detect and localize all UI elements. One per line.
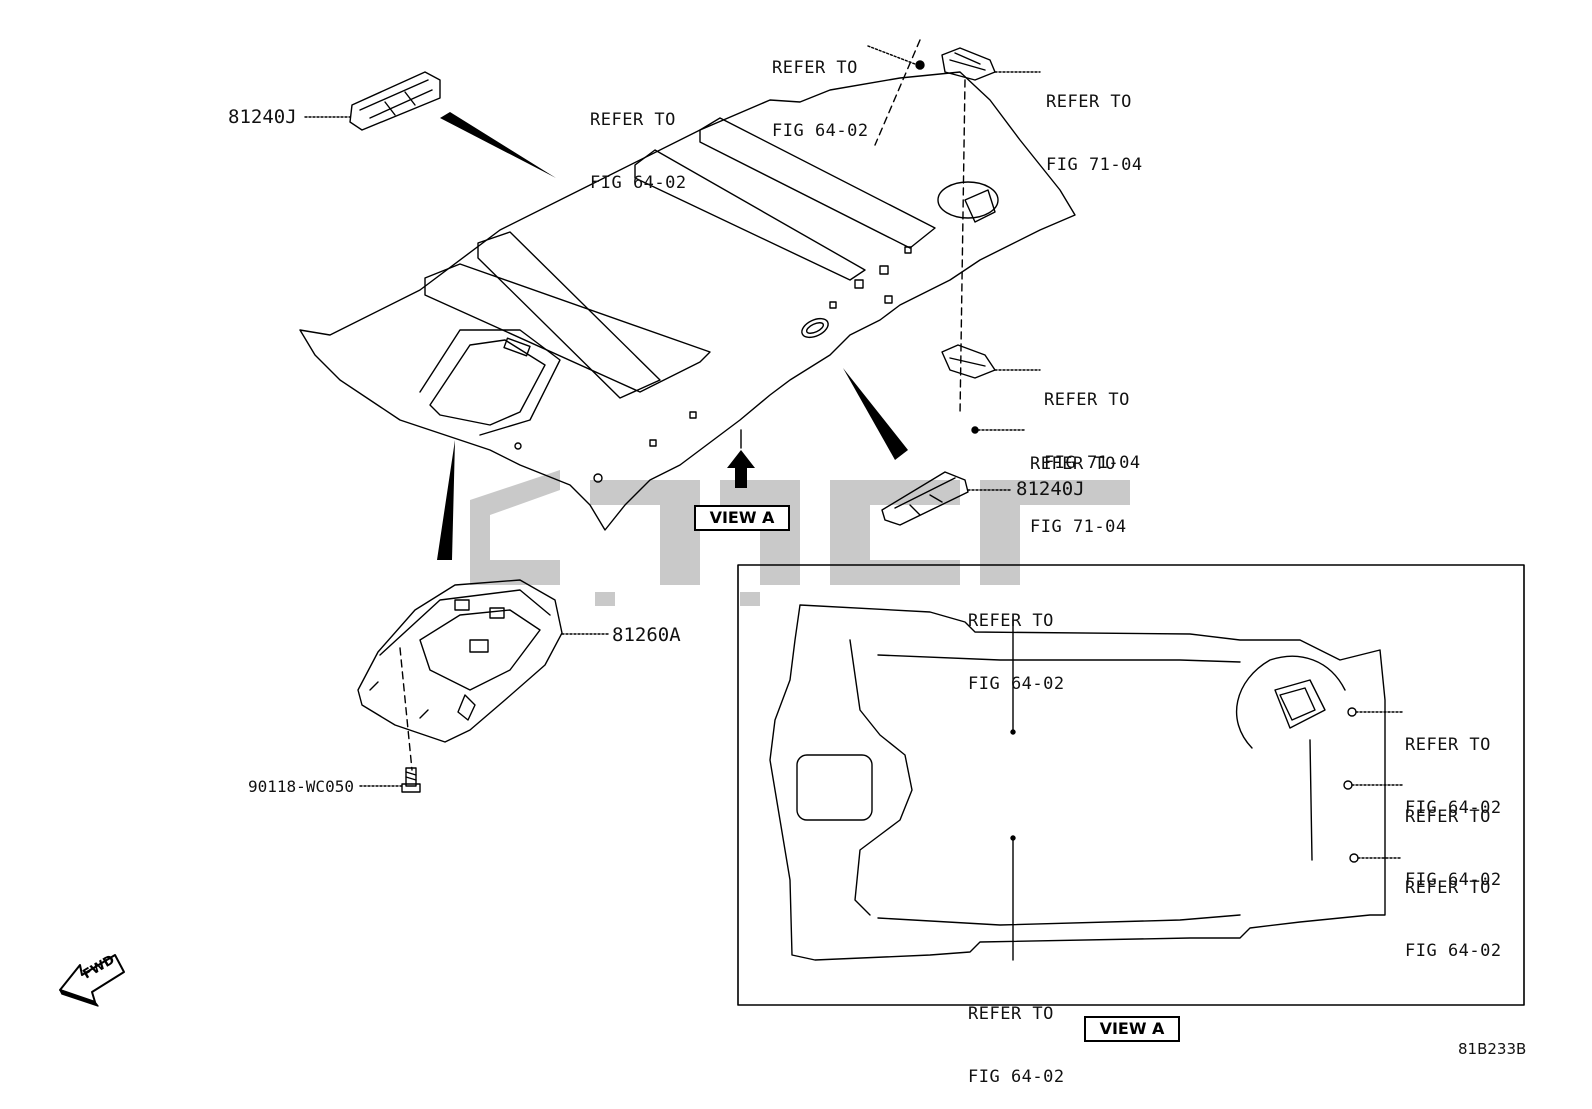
ref-mid-right-screw-line2: FIG 71-04 [1030,517,1127,537]
part-number-lamp-top-left: 81240J [228,106,297,128]
part-number-console: 81260A [612,624,681,646]
ref-view-right-2: REFER TO FIG 64-02 [1405,765,1502,912]
pointer-wedge-1 [440,112,556,178]
ref-view-top-line1: REFER TO [968,611,1054,631]
pointer-wedge-2 [437,440,455,560]
lamp-lower-right-drawing [881,471,969,526]
ref-top-center-line1: REFER TO [590,110,676,130]
ref-mid-right-screw: REFER TO FIG 71-04 [1030,412,1127,559]
inset-headliner [769,604,1386,961]
fwd-arrow [59,954,125,1007]
ref-mid-right-screw-line1: REFER TO [1030,454,1116,474]
ref-top-right-lamp-line1: REFER TO [1046,92,1132,112]
lamp-mid-right-drawing [941,344,996,379]
ref-view-right-3-line2: FIG 64-02 [1405,941,1502,961]
headliner-outline [299,71,1076,531]
roof-strip-4 [699,117,936,249]
roof-strip-1 [424,263,711,393]
ref-view-top: REFER TO FIG 64-02 [968,569,1065,716]
ref-view-right-1-line1: REFER TO [1405,735,1491,755]
view-a-label: VIEW A [694,505,790,531]
ref-view-right-1-line2: FIG 64-02 [1405,798,1502,818]
ref-view-bottom-line2: FIG 64-02 [968,1067,1065,1087]
ref-top-right-screw: REFER TO FIG 64-02 [772,16,869,163]
ref-top-right-lamp: REFER TO FIG 71-04 [1046,50,1143,197]
watermark [470,470,1130,606]
ref-top-center-line2: FIG 64-02 [590,173,687,193]
ref-view-bottom-line1: REFER TO [968,1004,1054,1024]
lamp-top-left-drawing [349,71,441,131]
view-a-inset-label: VIEW A [1084,1016,1180,1042]
ref-view-bottom: REFER TO FIG 64-02 [968,962,1065,1109]
ref-top-right-screw-line2: FIG 64-02 [772,121,869,141]
lamp-top-right-drawing [941,47,996,81]
console-drawing [357,579,563,743]
ref-view-top-line2: FIG 64-02 [968,674,1065,694]
roof-strip-2 [477,231,661,399]
ref-mid-right-lamp-line2: FIG 71-04 [1044,453,1141,473]
screw-drawing [401,767,421,793]
part-number-screw: 90118-WC050 [248,777,354,796]
figure-reference: 81B233B [1458,1040,1527,1058]
ref-top-right-screw-line1: REFER TO [772,58,858,78]
ref-view-right-1: REFER TO FIG 64-02 [1405,693,1502,840]
part-number-lamp-mid-right: 81240J [1016,478,1085,500]
view-a-frame [737,564,1525,1006]
roof-strip-3 [634,149,866,281]
ref-view-right-3: REFER TO FIG 64-02 [1405,836,1502,983]
ref-mid-right-lamp-line1: REFER TO [1044,390,1130,410]
pointer-wedge-3 [843,368,908,460]
ref-mid-right-lamp: REFER TO FIG 71-04 [1044,348,1141,495]
ref-view-right-3-line1: REFER TO [1405,878,1491,898]
ref-view-right-2-line2: FIG 64-02 [1405,870,1502,890]
ref-top-center: REFER TO FIG 64-02 [590,68,687,215]
ref-view-right-2-line1: REFER TO [1405,807,1491,827]
console-opening [429,339,546,426]
ref-top-right-lamp-line2: FIG 71-04 [1046,155,1143,175]
